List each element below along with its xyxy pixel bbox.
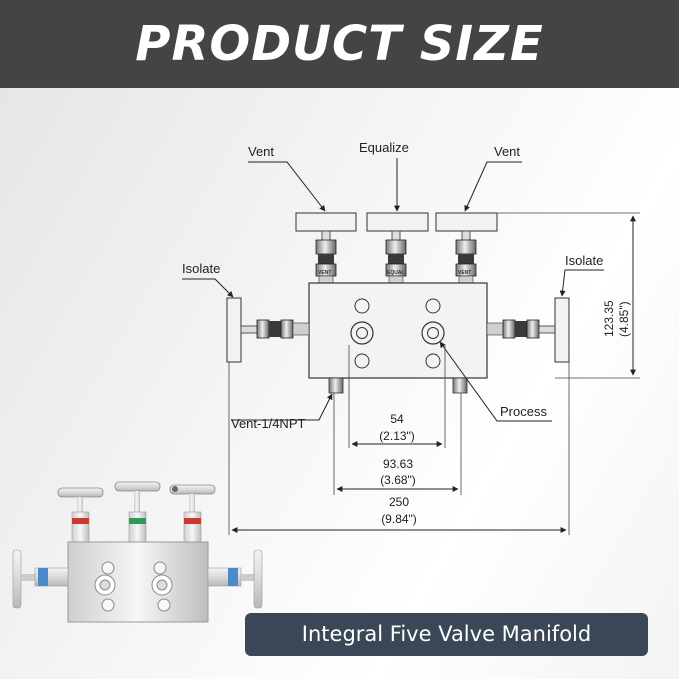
label-process: Process	[500, 404, 547, 419]
callouts: Vent Equalize Vent Isolate Isolate Vent-…	[182, 140, 604, 431]
header-banner	[0, 0, 679, 88]
dim-body-width-mm: 93.63	[383, 457, 413, 471]
equalize-valve	[385, 239, 407, 284]
stamp-vent-right: VENT	[458, 270, 471, 276]
product-illustration	[12, 481, 263, 623]
dim-port-spacing-mm: 54	[390, 412, 404, 426]
red-ring-left	[72, 518, 89, 524]
manifold-body	[308, 282, 488, 379]
dim-height-mm: 123.35	[602, 300, 616, 337]
label-equalize: Equalize	[359, 140, 409, 155]
dim-height-in: (4.85")	[617, 301, 631, 337]
vent-plug-right	[452, 377, 468, 394]
green-ring	[129, 518, 146, 524]
product-body	[67, 541, 209, 623]
stamp-equal: EQUAL	[387, 270, 405, 276]
dim-body-width-in: (3.68")	[380, 473, 416, 487]
process-port-left	[350, 321, 374, 345]
vent-left-handle	[295, 212, 357, 232]
red-ring-right	[184, 518, 201, 524]
process-port-right	[421, 321, 445, 345]
equalize-handle	[366, 212, 429, 232]
label-vent-npt: Vent-1/4NPT	[231, 416, 305, 431]
isolate-left-valve	[226, 297, 310, 363]
dim-overall-width-in: (9.84")	[381, 512, 417, 526]
label-isolate-right: Isolate	[565, 253, 603, 268]
manifold-drawing: VENT EQUAL VENT	[226, 212, 570, 394]
vent-plug-left	[328, 377, 344, 394]
dim-overall-width-mm: 250	[389, 495, 409, 509]
isolate-right-valve	[486, 297, 570, 363]
page-title: PRODUCT SIZE	[135, 16, 544, 72]
product-caption: Integral Five Valve Manifold	[245, 613, 648, 656]
label-isolate-left: Isolate	[182, 261, 220, 276]
dimensions: 123.35 (4.85") 54 (2.13") 93.63 (3.68") …	[228, 212, 640, 535]
label-vent-left: Vent	[248, 144, 274, 159]
vent-right-handle	[435, 212, 498, 232]
vent-left-valve	[315, 239, 337, 284]
blue-ring-left	[38, 568, 48, 586]
dim-port-spacing-in: (2.13")	[379, 429, 415, 443]
vent-right-valve	[455, 239, 477, 284]
stamp-vent-left: VENT	[318, 270, 331, 276]
label-vent-right: Vent	[494, 144, 520, 159]
blue-ring-right	[228, 568, 238, 586]
